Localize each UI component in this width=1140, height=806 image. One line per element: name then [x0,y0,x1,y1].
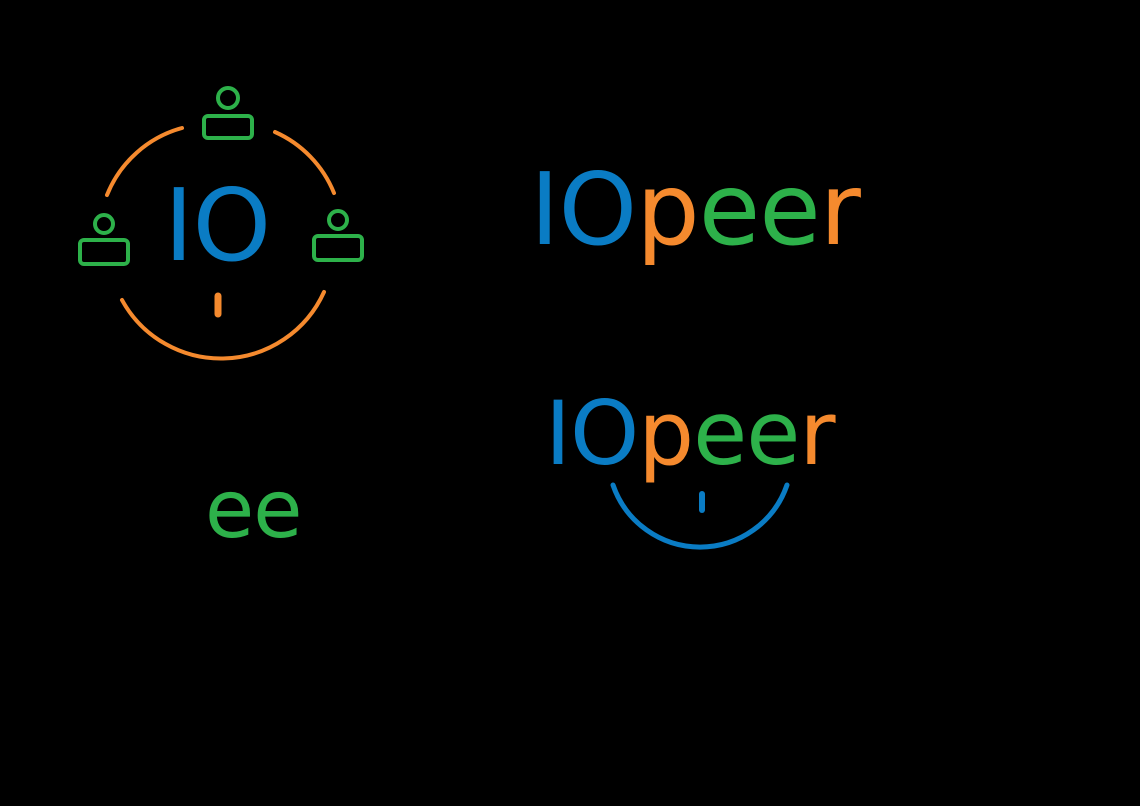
user-icon [312,209,364,262]
logo-letter: I [545,382,571,485]
ee-wordmark: ee [205,463,302,556]
user-icon [202,86,254,140]
logo-letter: O [192,167,272,284]
ring-arc-top-right [273,130,336,195]
logo-letter: p [636,151,699,268]
iopeer-wordmark: IOpeer [530,151,861,268]
iopeer-smile-wordmark: IOpeer [545,382,836,485]
logo-letter: O [569,382,639,485]
logo-letter: e [253,463,302,556]
logo-letter: p [638,382,694,485]
ring-arc-bottom [120,290,326,361]
logo-letter: O [558,151,638,268]
iopeer-smile-logo: IOpeer [545,390,875,550]
user-icon [78,213,130,266]
logo-letter: e [693,382,747,485]
logo-letter: I [530,151,559,268]
logo-letter: e [759,151,821,268]
logo-letter: r [799,382,835,485]
logo-letter: I [164,167,193,284]
io-emblem-logo: IO [60,70,390,370]
logo-letter: e [698,151,761,268]
smile-arc [610,482,790,550]
iopeer-wordmark-logo: IOpeer [530,160,890,280]
smile-mark [610,482,790,550]
ring-arc-top-left [105,126,184,197]
logo-letter: e [205,463,254,556]
emblem-ring [78,86,364,361]
ee-mark-logo: ee [205,470,335,570]
logo-letter: r [819,151,861,268]
emblem-wordmark: IO [164,167,272,284]
logo-letter: e [746,382,800,485]
